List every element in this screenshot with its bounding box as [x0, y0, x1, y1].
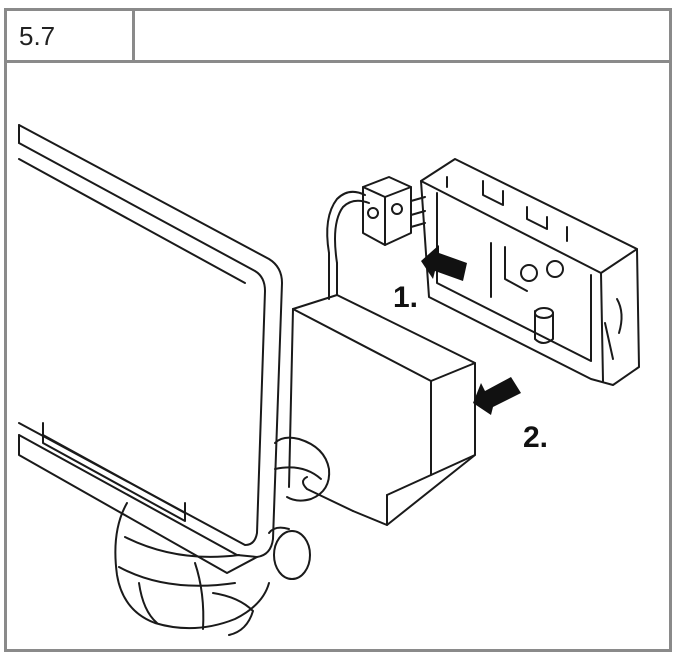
step-one-label: 1. [393, 281, 418, 314]
connection-cable [326, 190, 370, 300]
arrow-one [421, 245, 467, 281]
step-two-label: 2. [523, 421, 548, 454]
cover-plate [420, 158, 640, 386]
instruction-header: 5.7 [7, 11, 669, 63]
sensor-mount [114, 502, 270, 636]
assembly-drawing: 1. 2. [18, 124, 640, 636]
instruction-frame: 5.7 [4, 8, 672, 652]
wall-bracket [288, 294, 476, 526]
step-number-cell: 5.7 [7, 11, 135, 60]
terminal-block [362, 176, 426, 246]
assembly-illustration: 1. 2. [7, 63, 669, 649]
lamp-head [18, 124, 283, 574]
arrow-two [473, 377, 521, 415]
step-number: 5.7 [19, 21, 56, 51]
pivot-joint [268, 436, 331, 580]
step-title-cell [135, 11, 669, 60]
